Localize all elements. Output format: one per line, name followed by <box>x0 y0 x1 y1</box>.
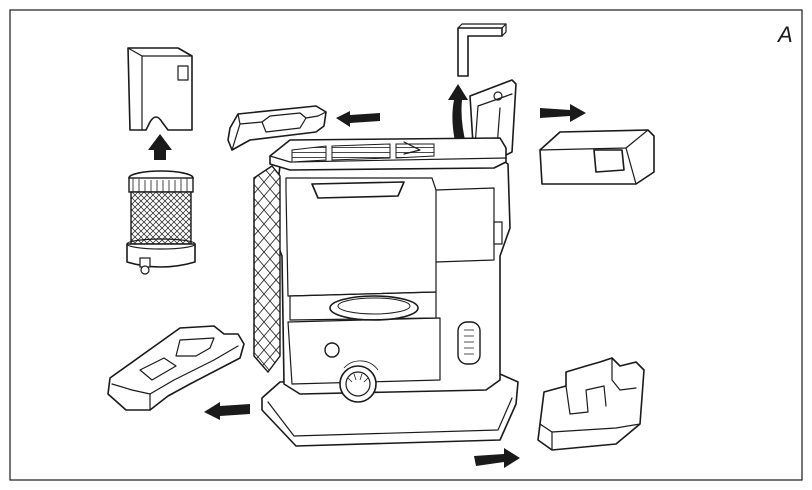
left-packing-part <box>107 325 245 411</box>
arrow-left-1-icon <box>336 111 380 127</box>
rear-cover-part <box>127 47 193 131</box>
arrow-left-2-icon <box>204 402 250 420</box>
top-left-trim-part <box>227 105 327 151</box>
arrow-right-2-icon <box>474 448 520 468</box>
heater-body <box>253 137 519 447</box>
panel-label: A <box>776 22 793 47</box>
arrow-curve-up-icon <box>448 84 468 146</box>
right-packing-part <box>537 357 645 451</box>
arrow-right-1-icon <box>540 104 586 122</box>
arrow-up-1-icon <box>148 134 172 160</box>
burner-cylinder-part <box>126 170 196 275</box>
side-box-cover-part <box>539 129 655 185</box>
figure-border <box>9 9 803 481</box>
